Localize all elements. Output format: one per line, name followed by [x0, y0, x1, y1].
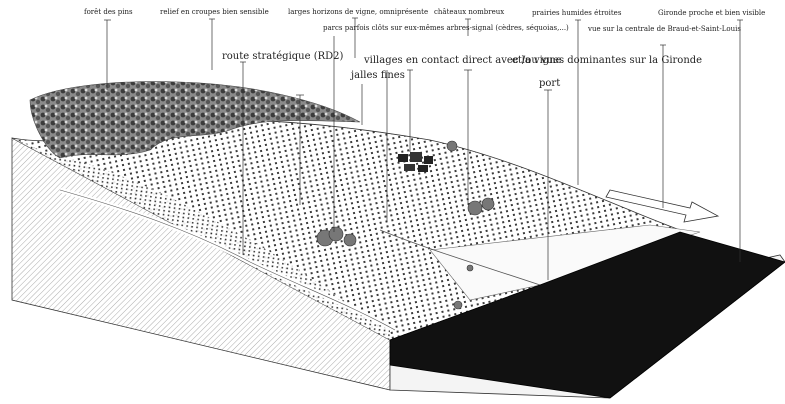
village-cluster — [398, 152, 433, 172]
label-port: port — [539, 78, 561, 89]
view-arrow — [605, 189, 720, 223]
label-chateaux: châteaux nombreux — [434, 8, 505, 16]
leader-lines — [104, 17, 743, 280]
road-rd2-edge — [59, 189, 396, 331]
label-vue-centrale: vue sur la centrale de Braud-et-Saint-Lo… — [588, 25, 741, 33]
label-foret-pins: forêt des pins — [84, 8, 133, 16]
jalle-line — [379, 229, 541, 286]
label-prairies: prairies humides étroites — [532, 9, 622, 17]
tree-clumps — [316, 140, 495, 310]
label-villages: villages en contact direct avec la vigne — [364, 55, 562, 66]
label-route: route stratégique (RD2) — [222, 51, 344, 62]
gironde-river — [389, 231, 785, 399]
label-horizons: larges horizons de vigne, omniprésente — [288, 8, 429, 16]
pine-forest — [29, 81, 361, 159]
label-vues: et/ou vues dominantes sur la Gironde — [512, 55, 703, 66]
label-relief: relief en croupes bien sensible — [160, 8, 269, 16]
label-jalles: jalles fines — [351, 70, 405, 81]
label-gironde-visible: Gironde proche et bien visible — [658, 9, 766, 17]
label-parcs: parcs parfois clôts sur eux-mêmes arbres… — [323, 24, 569, 32]
